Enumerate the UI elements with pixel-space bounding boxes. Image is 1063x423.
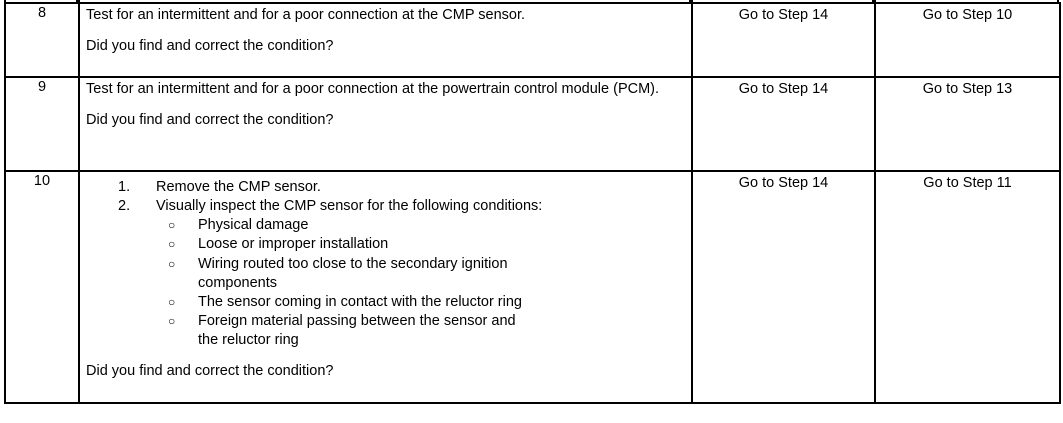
list-item: ○ The sensor coming in contact with the … <box>156 293 686 312</box>
no-result-cell: Go to Step 13 <box>874 76 1061 172</box>
no-result-cell: Go to Step 10 <box>874 2 1061 78</box>
circle-bullet-icon: ○ <box>168 313 176 328</box>
yes-result: Go to Step 14 <box>738 175 829 191</box>
step-number: 8 <box>37 5 47 21</box>
circle-bullet-icon: ○ <box>168 218 176 233</box>
list-item-text: Physical damage <box>198 217 309 234</box>
list-item: ○ Foreign material passing between the s… <box>156 312 686 350</box>
list-marker: 2. <box>118 198 131 215</box>
step-number-cell: 8 <box>4 2 80 78</box>
circle-bullet-icon: ○ <box>168 294 176 309</box>
list-item: ○ Physical damage <box>156 216 686 235</box>
list-item-text: Remove the CMP sensor. <box>156 179 321 195</box>
list-item: 2. Visually inspect the CMP sensor for t… <box>86 197 686 350</box>
list-item-text: Visually inspect the CMP sensor for the … <box>156 198 543 215</box>
step-number-cell: 10 <box>4 170 80 404</box>
list-item: ○ Loose or improper installation <box>156 235 686 254</box>
list-item: ○ Wiring routed too close to the seconda… <box>156 255 686 293</box>
step-number: 9 <box>37 79 47 95</box>
yes-result-cell: Go to Step 14 <box>691 170 876 404</box>
step-instruction: Test for an intermittent and for a poor … <box>86 7 526 23</box>
list-marker: 1. <box>118 179 131 195</box>
table-row: 10 1. Remove the CMP sensor. 2. Visually… <box>4 170 1061 404</box>
yes-result: Go to Step 14 <box>738 7 829 23</box>
step-number-cell: 9 <box>4 76 80 172</box>
list-item-text: The sensor coming in contact with the re… <box>198 293 522 310</box>
spacer <box>86 350 686 362</box>
step-description-cell: Test for an intermittent and for a poor … <box>78 76 693 172</box>
step-instruction: Test for an intermittent and for a poor … <box>86 81 660 97</box>
step-question: Did you find and correct the condition? <box>86 363 334 380</box>
no-result-cell: Go to Step 11 <box>874 170 1061 404</box>
yes-result-cell: Go to Step 14 <box>691 2 876 78</box>
table-row: 8 Test for an intermittent and for a poo… <box>4 2 1061 78</box>
table-row: 9 Test for an intermittent and for a poo… <box>4 76 1061 172</box>
step-question: Did you find and correct the condition? <box>86 111 334 128</box>
procedure-list: 1. Remove the CMP sensor. 2. Visually in… <box>86 178 686 350</box>
no-result: Go to Step 13 <box>922 81 1013 97</box>
spacer <box>86 99 686 111</box>
circle-bullet-icon: ○ <box>168 256 176 271</box>
no-result: Go to Step 11 <box>923 175 1012 191</box>
list-item: 1. Remove the CMP sensor. <box>86 178 686 197</box>
no-result: Go to Step 10 <box>922 7 1013 23</box>
spacer <box>86 25 686 37</box>
yes-result: Go to Step 14 <box>738 81 829 97</box>
list-item-text: Wiring routed too close to the secondary… <box>198 255 508 291</box>
yes-result-cell: Go to Step 14 <box>691 76 876 172</box>
step-number: 10 <box>33 173 51 189</box>
conditions-sublist: ○ Physical damage ○ Loose or improper in… <box>156 216 686 350</box>
step-question: Did you find and correct the condition? <box>86 37 334 54</box>
step-description-cell: Test for an intermittent and for a poor … <box>78 2 693 78</box>
list-item-text: Loose or improper installation <box>198 236 389 253</box>
list-item-text: Foreign material passing between the sen… <box>198 312 516 348</box>
circle-bullet-icon: ○ <box>168 237 176 252</box>
step-description-cell: 1. Remove the CMP sensor. 2. Visually in… <box>78 170 693 404</box>
diagnostic-steps-table: 8 Test for an intermittent and for a poo… <box>4 2 1061 404</box>
